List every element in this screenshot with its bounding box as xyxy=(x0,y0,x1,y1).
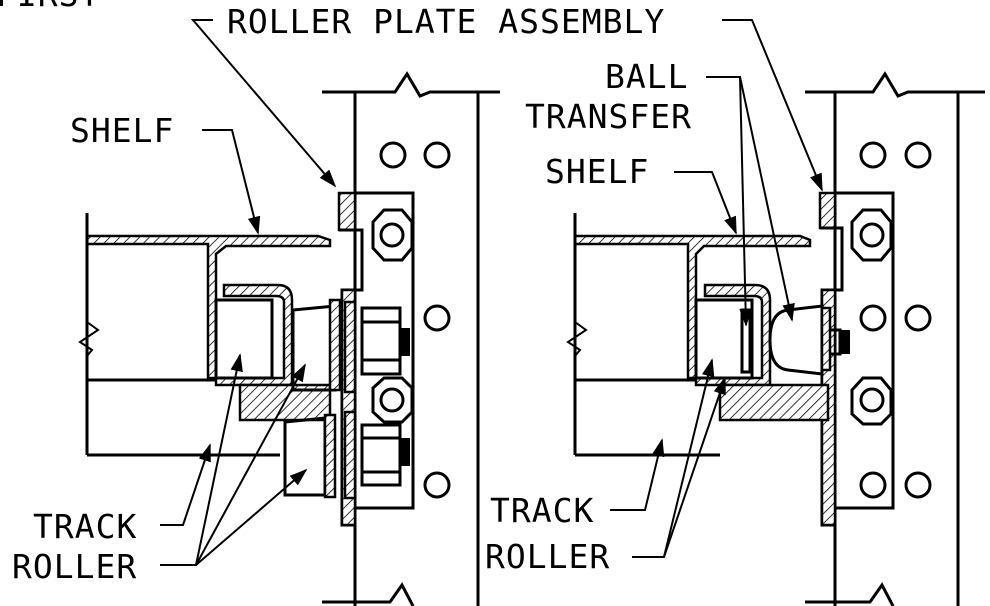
label-roller-right: ROLLER xyxy=(485,537,610,576)
label-track-left: TRACK xyxy=(33,507,137,546)
labels: FIRST ROLLER PLATE ASSEMBLY SHELF BALL T… xyxy=(0,0,692,586)
label-first: FIRST xyxy=(0,0,100,14)
left-rollers xyxy=(283,298,410,500)
left-track xyxy=(214,283,332,422)
label-shelf-right: SHELF xyxy=(545,152,649,191)
label-transfer: TRANSFER xyxy=(525,97,692,136)
leader-lines xyxy=(160,19,823,566)
ball-transfer xyxy=(740,304,850,376)
label-shelf-left: SHELF xyxy=(70,111,174,150)
left-assembly xyxy=(78,71,500,606)
label-roller-plate-assembly: ROLLER PLATE ASSEMBLY xyxy=(227,2,665,41)
right-assembly xyxy=(566,71,985,606)
label-roller-left: ROLLER xyxy=(12,547,137,586)
label-track-right: TRACK xyxy=(490,491,594,530)
label-ball: BALL xyxy=(605,57,688,96)
left-roller-plate xyxy=(337,191,415,527)
